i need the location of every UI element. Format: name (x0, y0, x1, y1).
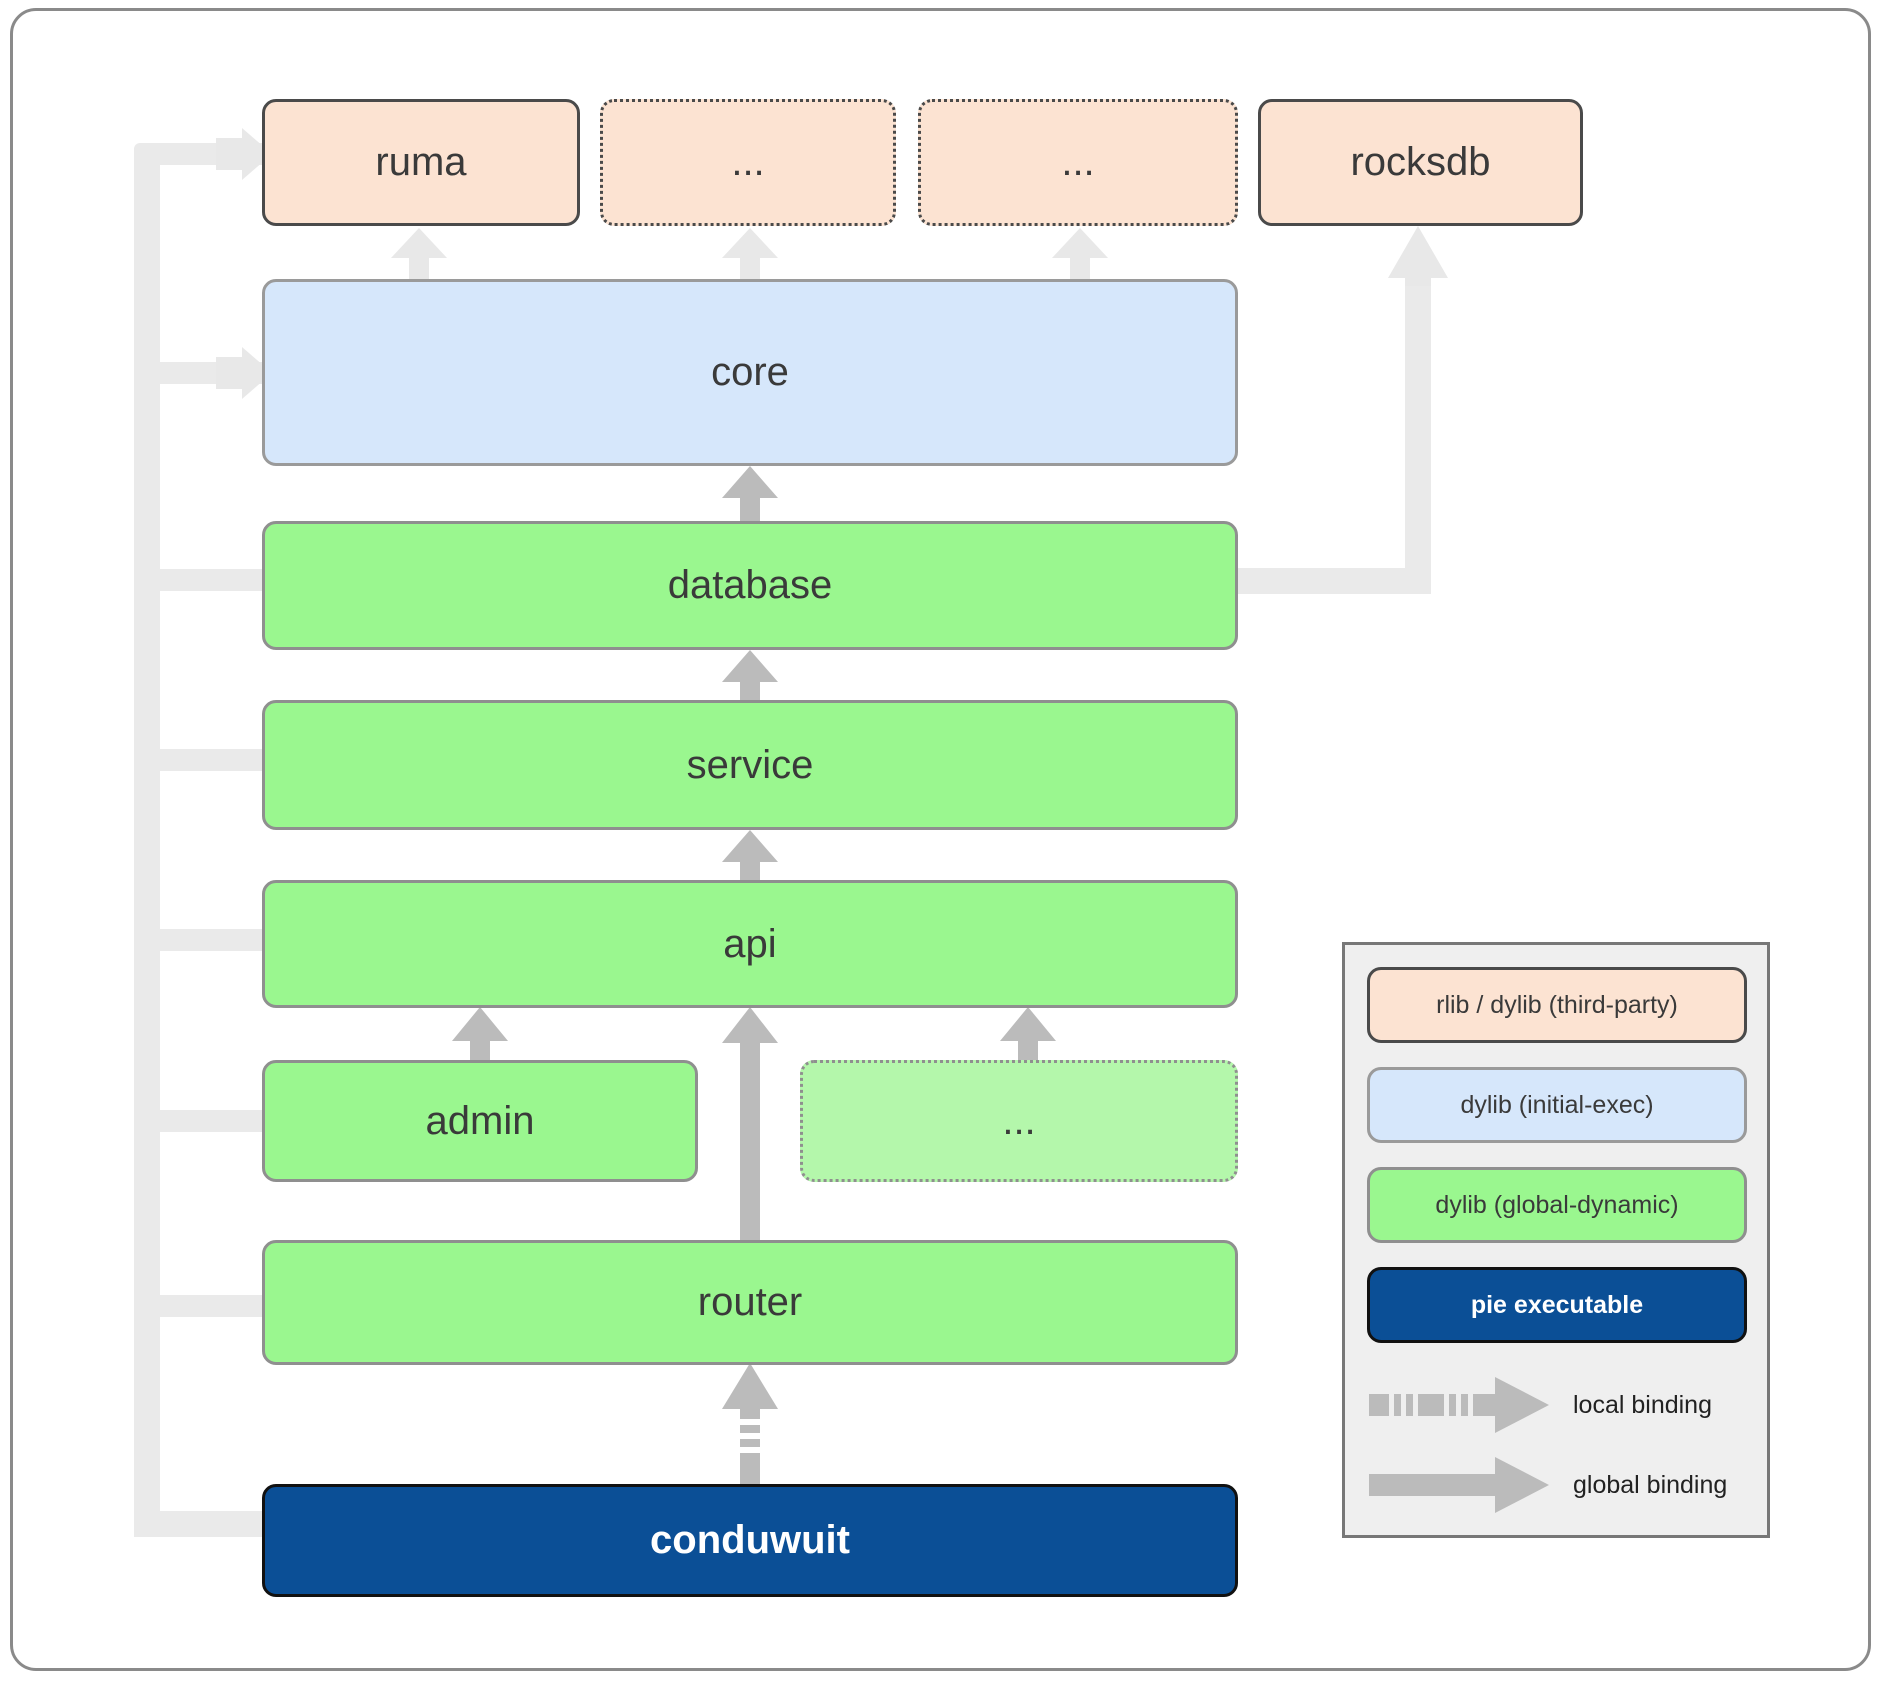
spine-branch-conduwuit (134, 1511, 274, 1537)
node-label-ellipsis-2: ... (1061, 140, 1095, 184)
node-label-rocksdb: rocksdb (1350, 140, 1491, 184)
node-ellipsis-1[interactable]: ... (600, 99, 896, 226)
local-binding-arrow-icon (1367, 1377, 1557, 1433)
node-label-ruma: ruma (375, 140, 467, 184)
legend-item-global-dynamic: dylib (global-dynamic) (1367, 1167, 1747, 1243)
global-binding-arrow-icon (1367, 1457, 1557, 1513)
node-database[interactable]: database (262, 521, 1238, 650)
node-api[interactable]: api (262, 880, 1238, 1008)
node-label-api: api (723, 921, 777, 966)
node-ruma[interactable]: ruma (262, 99, 580, 226)
spine-arrowhead-core (216, 347, 272, 399)
legend-panel: rlib / dylib (third-party) dylib (initia… (1342, 942, 1770, 1538)
node-admin[interactable]: admin (262, 1060, 698, 1182)
node-label-database: database (667, 563, 833, 607)
node-label-router: router (697, 1280, 803, 1324)
arrow-core-to-ruma (391, 228, 447, 282)
node-label-conduwuit: conduwuit (650, 1518, 850, 1562)
arrow-api-to-service (722, 830, 778, 886)
spine-branch-admin (152, 1110, 262, 1132)
node-label-admin: admin (425, 1098, 535, 1143)
arrow-service-to-database (722, 650, 778, 706)
arrow-conduwuit-to-router (722, 1363, 778, 1487)
connector-database-rocksdb-horizontal (1236, 568, 1431, 594)
spine-branch-database (152, 569, 262, 591)
node-router[interactable]: router (262, 1240, 1238, 1365)
legend-row-local-binding: local binding (1367, 1377, 1757, 1433)
node-ellipsis-3[interactable]: ... (800, 1060, 1238, 1182)
legend-item-third-party: rlib / dylib (third-party) (1367, 967, 1747, 1043)
spine-trunk (134, 143, 160, 1537)
legend-item-initial-exec: dylib (initial-exec) (1367, 1067, 1747, 1143)
node-conduwuit[interactable]: conduwuit (262, 1484, 1238, 1597)
legend-label-third-party: rlib / dylib (third-party) (1436, 990, 1678, 1019)
legend-label-initial-exec: dylib (initial-exec) (1460, 1090, 1654, 1119)
arrow-core-to-ellipsis1 (722, 228, 778, 282)
arrow-admin-to-api (452, 1007, 508, 1083)
node-label-ellipsis-1: ... (731, 140, 765, 184)
node-core[interactable]: core (262, 279, 1238, 466)
connector-database-rocksdb-vertical (1405, 274, 1431, 594)
spine-branch-service (152, 749, 262, 771)
node-service[interactable]: service (262, 700, 1238, 830)
arrow-ellipsis3-to-api (1000, 1007, 1056, 1083)
arrow-database-to-rocksdb (1388, 226, 1448, 286)
node-ellipsis-2[interactable]: ... (918, 99, 1238, 226)
arrow-router-to-api (722, 1007, 778, 1247)
node-rocksdb[interactable]: rocksdb (1258, 99, 1583, 226)
arrow-database-to-core (722, 466, 778, 522)
legend-row-global-binding: global binding (1367, 1457, 1757, 1513)
legend-item-pie-executable: pie executable (1367, 1267, 1747, 1343)
spine-branch-api (152, 929, 262, 951)
node-label-core: core (711, 350, 789, 394)
legend-label-global-binding: global binding (1573, 1470, 1728, 1499)
spine-arrowhead-ruma (216, 128, 272, 180)
spine-branch-router (152, 1295, 262, 1317)
arrow-core-to-ellipsis2 (1052, 228, 1108, 282)
legend-label-local-binding: local binding (1573, 1390, 1712, 1419)
legend-label-pie-executable: pie executable (1470, 1290, 1644, 1319)
node-label-ellipsis-3: ... (1002, 1098, 1036, 1143)
legend-label-global-dynamic: dylib (global-dynamic) (1435, 1190, 1679, 1219)
node-label-service: service (686, 742, 814, 787)
